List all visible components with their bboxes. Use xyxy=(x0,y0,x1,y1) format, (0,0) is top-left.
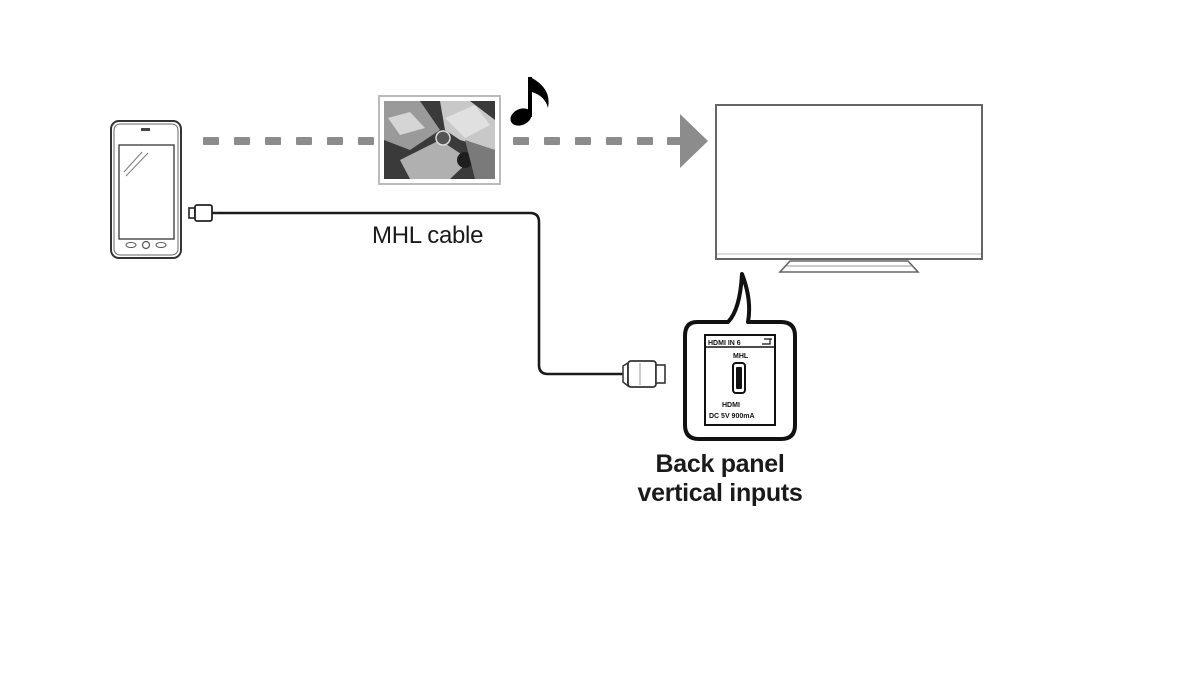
wireless-stream-arrow xyxy=(203,114,708,168)
arrow-head-icon xyxy=(680,114,708,168)
music-note-icon xyxy=(510,77,549,126)
tv-icon xyxy=(715,104,983,273)
micro-usb-plug-icon xyxy=(188,204,219,222)
back-panel-label-line1: Back panel xyxy=(655,450,785,478)
back-panel-label-line2: vertical inputs xyxy=(637,479,803,507)
port-power-label: DC 5V 900mA xyxy=(709,413,755,420)
mhl-cable xyxy=(219,211,625,376)
photo-icon xyxy=(378,95,501,185)
hdmi-plug-icon xyxy=(622,360,666,388)
port-type-label: HDMI xyxy=(722,402,740,409)
port-header-text: HDMI IN 6 xyxy=(708,340,741,347)
back-panel-label: Back panel vertical inputs xyxy=(600,450,840,508)
port-mhl-label: MHL xyxy=(733,353,749,360)
port-callout: HDMI IN 6 MHL HDMI DC 5V 900mA xyxy=(683,272,797,441)
mhl-symbol-icon xyxy=(762,338,772,345)
smartphone-icon xyxy=(110,120,182,259)
mhl-cable-label: MHL cable xyxy=(372,222,484,249)
